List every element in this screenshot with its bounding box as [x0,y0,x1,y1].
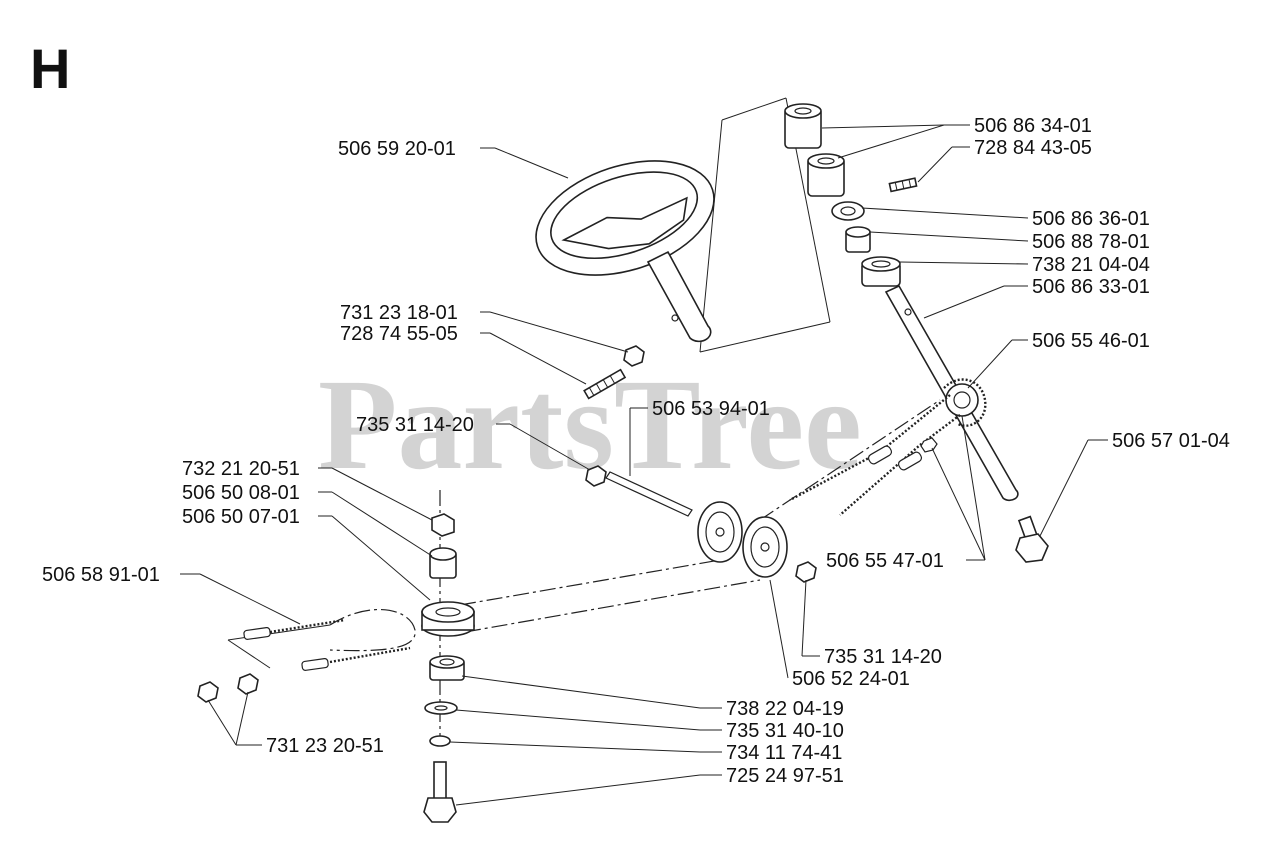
label-steering-shaft: 506 86 33-01 [1032,276,1150,298]
label-clip-lower: 735 31 40-10 [726,720,844,742]
label-washer-top: 506 86 36-01 [1032,208,1150,230]
leader-lines [180,124,1108,806]
label-axle-pin: 506 53 94-01 [652,398,770,420]
label-pulley-pair: 506 52 24-01 [792,668,910,690]
label-bearing-lower: 738 22 04-19 [726,698,844,720]
upper-nut-screw [583,345,645,400]
label-steering-cable: 506 58 91-01 [42,564,160,586]
sprocket-chain [789,378,987,516]
axle-pin [585,465,693,517]
pulley-pair [697,501,817,583]
label-bearing-upper: 738 21 04-04 [1032,254,1150,276]
label-nut-upper: 731 23 18-01 [340,302,458,324]
label-set-screw: 728 84 43-05 [974,137,1092,159]
cable-ends [197,618,411,703]
right-bolt [1015,515,1049,563]
label-bushing-top: 506 86 34-01 [974,115,1092,137]
label-pulley-left: 506 50 07-01 [182,506,300,528]
left-pulley-stack [421,513,475,823]
label-bushing-mid: 506 88 78-01 [1032,231,1150,253]
label-nut-axle: 735 31 14-20 [356,414,474,436]
section-letter: H [30,37,70,100]
label-link-chain: 506 55 47-01 [826,550,944,572]
label-washer-lower: 734 11 74-41 [726,742,842,764]
label-sprocket-chain: 506 55 46-01 [1032,330,1150,352]
label-screw-upper: 728 74 55-05 [340,323,458,345]
label-spacer-left: 506 50 08-01 [182,482,300,504]
label-steering-wheel: 506 59 20-01 [338,138,456,160]
steering-wheel [535,97,831,353]
label-locknut-left: 732 21 20-51 [182,458,300,480]
label-nut-pulley: 735 31 14-20 [824,646,942,668]
label-nuts-cable: 731 23 20-51 [266,735,384,757]
part-number-labels: 506 59 20-01 731 23 18-01 728 74 55-05 5… [42,115,1230,787]
label-bolt-right: 506 57 01-04 [1112,430,1230,452]
label-bolt-lower: 725 24 97-51 [726,765,844,787]
